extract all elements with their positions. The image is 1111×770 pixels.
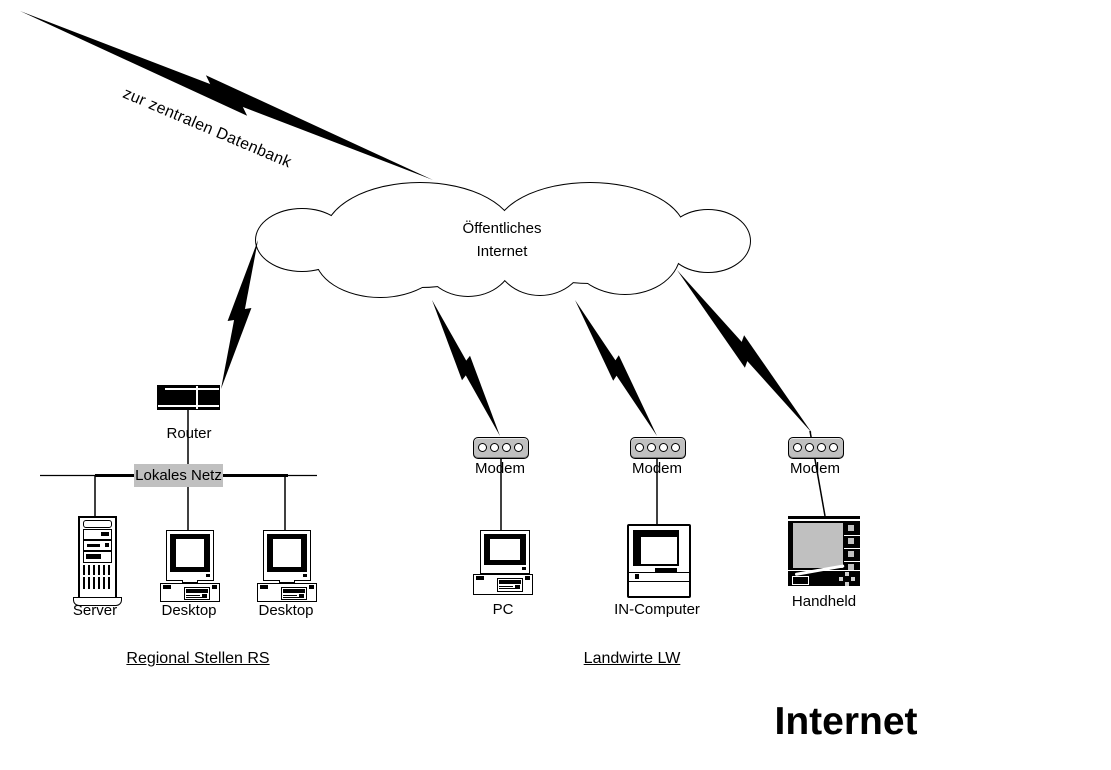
logo-mark — [635, 574, 639, 579]
cloud-label-line1: Öffentliches — [462, 220, 542, 237]
page-title: Internet — [774, 700, 918, 743]
monitor-stand — [182, 580, 198, 583]
screen — [641, 537, 677, 564]
computer-case — [257, 583, 317, 602]
pc-label: PC — [492, 601, 514, 618]
monitor — [263, 530, 311, 581]
group-label-farmers: Landwirte LW — [583, 650, 681, 667]
in-computer-label: IN-Computer — [614, 601, 700, 618]
all-in-one-computer-icon — [627, 524, 691, 598]
computer-case — [160, 583, 220, 602]
internet-cloud-icon — [255, 182, 751, 298]
modem-icon — [630, 437, 686, 459]
pc-icon — [473, 530, 533, 600]
desktop2-label: Desktop — [258, 602, 314, 619]
computer-case — [473, 574, 533, 595]
lan-label: Lokales Netz — [134, 464, 223, 487]
modem2-label: Modem — [631, 460, 683, 477]
pda-screen — [793, 523, 843, 568]
pda-side-button — [848, 564, 854, 570]
router-label: Router — [166, 425, 212, 442]
modem1-label: Modem — [474, 460, 526, 477]
pda-side-button — [848, 525, 854, 531]
server-bay — [83, 551, 112, 563]
pda-button — [792, 576, 809, 585]
modem3-label: Modem — [789, 460, 841, 477]
comm-link-bolt-icon — [20, 11, 812, 436]
floppy-slot — [655, 568, 677, 573]
pda-side-button — [848, 551, 854, 557]
group-label-regional: Regional Stellen RS — [126, 650, 270, 667]
router-detail — [158, 405, 219, 407]
pda-side-button — [848, 538, 854, 544]
cloud-label-line2: Internet — [476, 243, 528, 260]
desktop-computer-icon — [160, 530, 220, 602]
server-bay — [83, 540, 112, 551]
server-vent-gap — [82, 575, 113, 577]
server-bay — [83, 520, 112, 528]
handheld-pda-icon — [788, 516, 860, 586]
server-bay — [83, 529, 112, 540]
monitor — [480, 530, 530, 574]
server-tower-icon — [73, 516, 122, 606]
server-base — [73, 597, 122, 606]
desktop1-label: Desktop — [161, 602, 217, 619]
monitor-stand — [279, 580, 295, 583]
desktop-computer-icon — [257, 530, 317, 602]
monitor — [166, 530, 214, 581]
modem-icon — [788, 437, 844, 459]
cloud-label: Öffentliches Internet — [432, 217, 572, 263]
server-label: Server — [72, 602, 118, 619]
router-detail — [165, 388, 219, 390]
server-vent — [83, 565, 112, 589]
handheld-label: Handheld — [791, 593, 857, 610]
router-detail — [196, 386, 198, 409]
router-icon — [157, 385, 220, 410]
modem-icon — [473, 437, 529, 459]
